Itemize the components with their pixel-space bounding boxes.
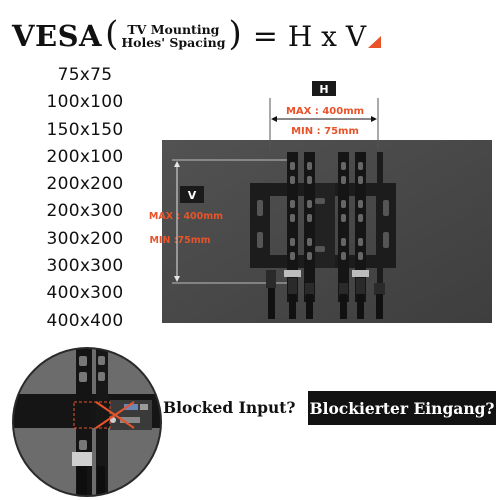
closeup-arm-right (96, 348, 108, 496)
v-min-label: MIN :75mm (149, 235, 210, 246)
bracket-arm-3 (338, 152, 349, 319)
v-label-box (180, 186, 204, 203)
title-row: VESA ( TV Mounting Holes' Spacing ) = H … (12, 14, 382, 58)
bracket-slot (257, 200, 263, 216)
bracket-slot (315, 246, 325, 252)
bracket-arm-6 (266, 270, 276, 319)
bracket-slot (315, 198, 325, 204)
hdmi-port-icon (124, 404, 138, 410)
vesa-size-item: 300x200 (46, 228, 124, 249)
h-min-label: MIN : 75mm (291, 126, 359, 137)
bracket-slot (257, 232, 263, 248)
v-label: V (188, 189, 197, 202)
corner-triangle-icon (368, 36, 382, 48)
bracket-arm-5 (374, 152, 385, 319)
vesa-size-item: 200x300 (46, 201, 124, 222)
title-open-paren: ( (105, 14, 119, 54)
bracket-slot (383, 232, 389, 248)
bracket-plate-left (250, 183, 270, 268)
vesa-size-item: 100x100 (46, 92, 124, 113)
vesa-size-item: 75x75 (57, 65, 113, 85)
h-arrow-left-icon (271, 116, 277, 122)
h-arrow-right-icon (371, 116, 377, 122)
title-formula: H x V (287, 19, 367, 53)
vesa-size-list: 75x75 100x100 150x150 200x100 200x200 20… (26, 62, 144, 335)
blocked-x-icon-stroke (95, 401, 135, 429)
h-label-box (312, 81, 336, 96)
title-vesa: VESA (12, 19, 103, 53)
blocked-highlight (73, 401, 111, 429)
vesa-size-item: 400x300 (46, 283, 124, 304)
bracket-arm-4 (352, 152, 369, 319)
v-arrow-bottom-icon (174, 276, 180, 282)
bracket-arm-1 (284, 152, 301, 319)
vesa-size-item: 200x200 (46, 174, 124, 195)
bracket-arm-2 (304, 152, 315, 319)
subtitle-line-1: TV Mounting (127, 22, 220, 37)
vesa-size-item: 150x150 (46, 119, 124, 140)
vesa-size-item: 400x400 (46, 310, 124, 331)
v-arrow-top-icon (174, 161, 180, 167)
bracket-slot (383, 200, 389, 216)
blocked-input-closeup (13, 348, 161, 496)
closeup-ring (12, 347, 162, 497)
h-label: H (319, 83, 328, 96)
v-max-label: MAX : 400mm (149, 211, 223, 222)
vesa-size-item: 200x100 (46, 146, 124, 167)
blocked-input-label: Blocked Input? (163, 398, 296, 417)
title-subtitle: TV Mounting Holes' Spacing (121, 23, 225, 49)
audio-port-icon (120, 417, 140, 423)
h-max-label: MAX : 400mm (286, 106, 364, 117)
blocked-input-label-german: Blockierter Eingang? (308, 391, 496, 425)
usb-port-icon (140, 404, 148, 410)
title-close-paren: ) (228, 14, 242, 54)
subtitle-line-2: Holes' Spacing (121, 35, 226, 50)
vesa-size-item: 300x300 (46, 256, 124, 277)
title-equals: = (252, 18, 278, 54)
